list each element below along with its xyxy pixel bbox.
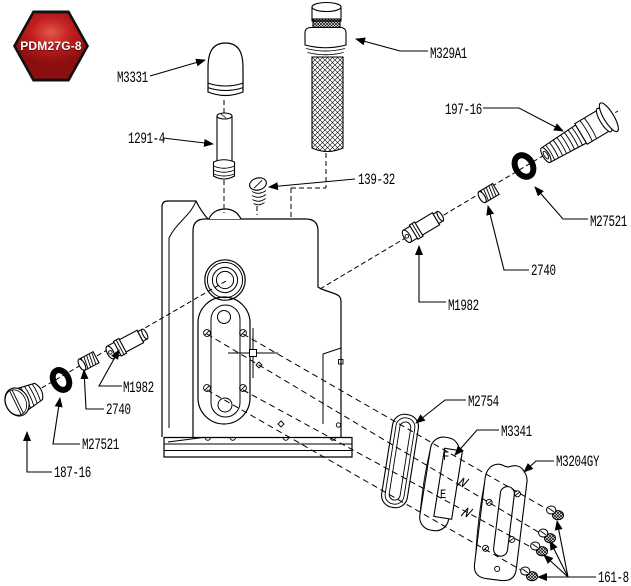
part-m2754-gasket: [380, 413, 420, 509]
part-m1982-right: [401, 210, 445, 244]
leader-2740-right: [486, 205, 529, 271]
leader-m1982-right: [415, 245, 446, 303]
leader-1291-4: [162, 137, 214, 147]
part-label-m27521-right: M27521: [590, 213, 627, 231]
part-1291-4-pin: [212, 112, 236, 180]
part-2740-right: [477, 182, 500, 204]
brand-badge-text: PDM27G-8: [20, 39, 82, 53]
part-label-m27521-left: M27521: [82, 436, 119, 454]
part-m3341-plate: [419, 436, 464, 532]
part-m3331-plug: [207, 42, 244, 97]
leader-m3204gy: [523, 460, 554, 473]
leader-161-8-b: [549, 540, 569, 578]
part-161-8-screws: [520, 505, 564, 582]
leader-m27521-left: [52, 397, 80, 445]
part-label-m3341: M3341: [501, 423, 532, 441]
part-197-16-plug: [540, 102, 619, 164]
plate-marking-e: E: [440, 487, 447, 502]
part-m329a1-screw: [304, 1, 347, 153]
part-label-m2754: M2754: [468, 393, 499, 411]
part-label-139-32: 139-32: [358, 171, 395, 189]
part-label-2740-left: 2740: [106, 401, 131, 419]
leader-m3331: [149, 58, 206, 77]
part-label-m3204gy: M3204GY: [556, 453, 600, 471]
part-139-32-screw: [249, 177, 267, 206]
leader-m27521-right: [534, 186, 588, 220]
part-label-197-16: 197-16: [445, 101, 482, 119]
leader-lines: [23, 37, 596, 581]
valve-body: [161, 200, 353, 458]
leader-187-16: [23, 431, 52, 473]
leader-2740-left: [80, 369, 104, 410]
part-label-m1982-right: M1982: [448, 297, 479, 315]
part-m27521-oring-right: [511, 152, 537, 180]
plate-marking-f: F: [443, 449, 450, 464]
leader-m2754: [415, 399, 466, 424]
leader-m1982-left: [98, 349, 122, 387]
part-187-16-plug: [4, 382, 44, 417]
part-label-187-16: 187-16: [54, 464, 91, 482]
part-2740-left: [77, 350, 100, 372]
part-label-161-8: 161-8: [598, 569, 629, 586]
leader-m329a1: [355, 37, 428, 52]
leader-m3341: [454, 429, 499, 456]
part-label-1291-4: 1291-4: [128, 130, 165, 148]
part-m1982-left: [105, 328, 149, 360]
leader-161-8-a: [554, 520, 569, 578]
part-label-m3331: M3331: [117, 69, 148, 87]
leader-161-8-c: [543, 554, 569, 578]
leader-139-32: [268, 178, 356, 191]
part-m3204gy-cover: [473, 463, 528, 582]
part-label-m329a1: M329A1: [430, 45, 467, 63]
part-m27521-oring-left: [49, 367, 73, 393]
leader-197-16: [483, 107, 564, 132]
brand-badge-face: PDM27G-8: [16, 13, 86, 79]
part-label-m1982-left: M1982: [123, 379, 154, 397]
part-label-2740-right: 2740: [531, 262, 556, 280]
projection-lines: [206, 333, 553, 575]
crosshair-datum: [228, 328, 285, 428]
